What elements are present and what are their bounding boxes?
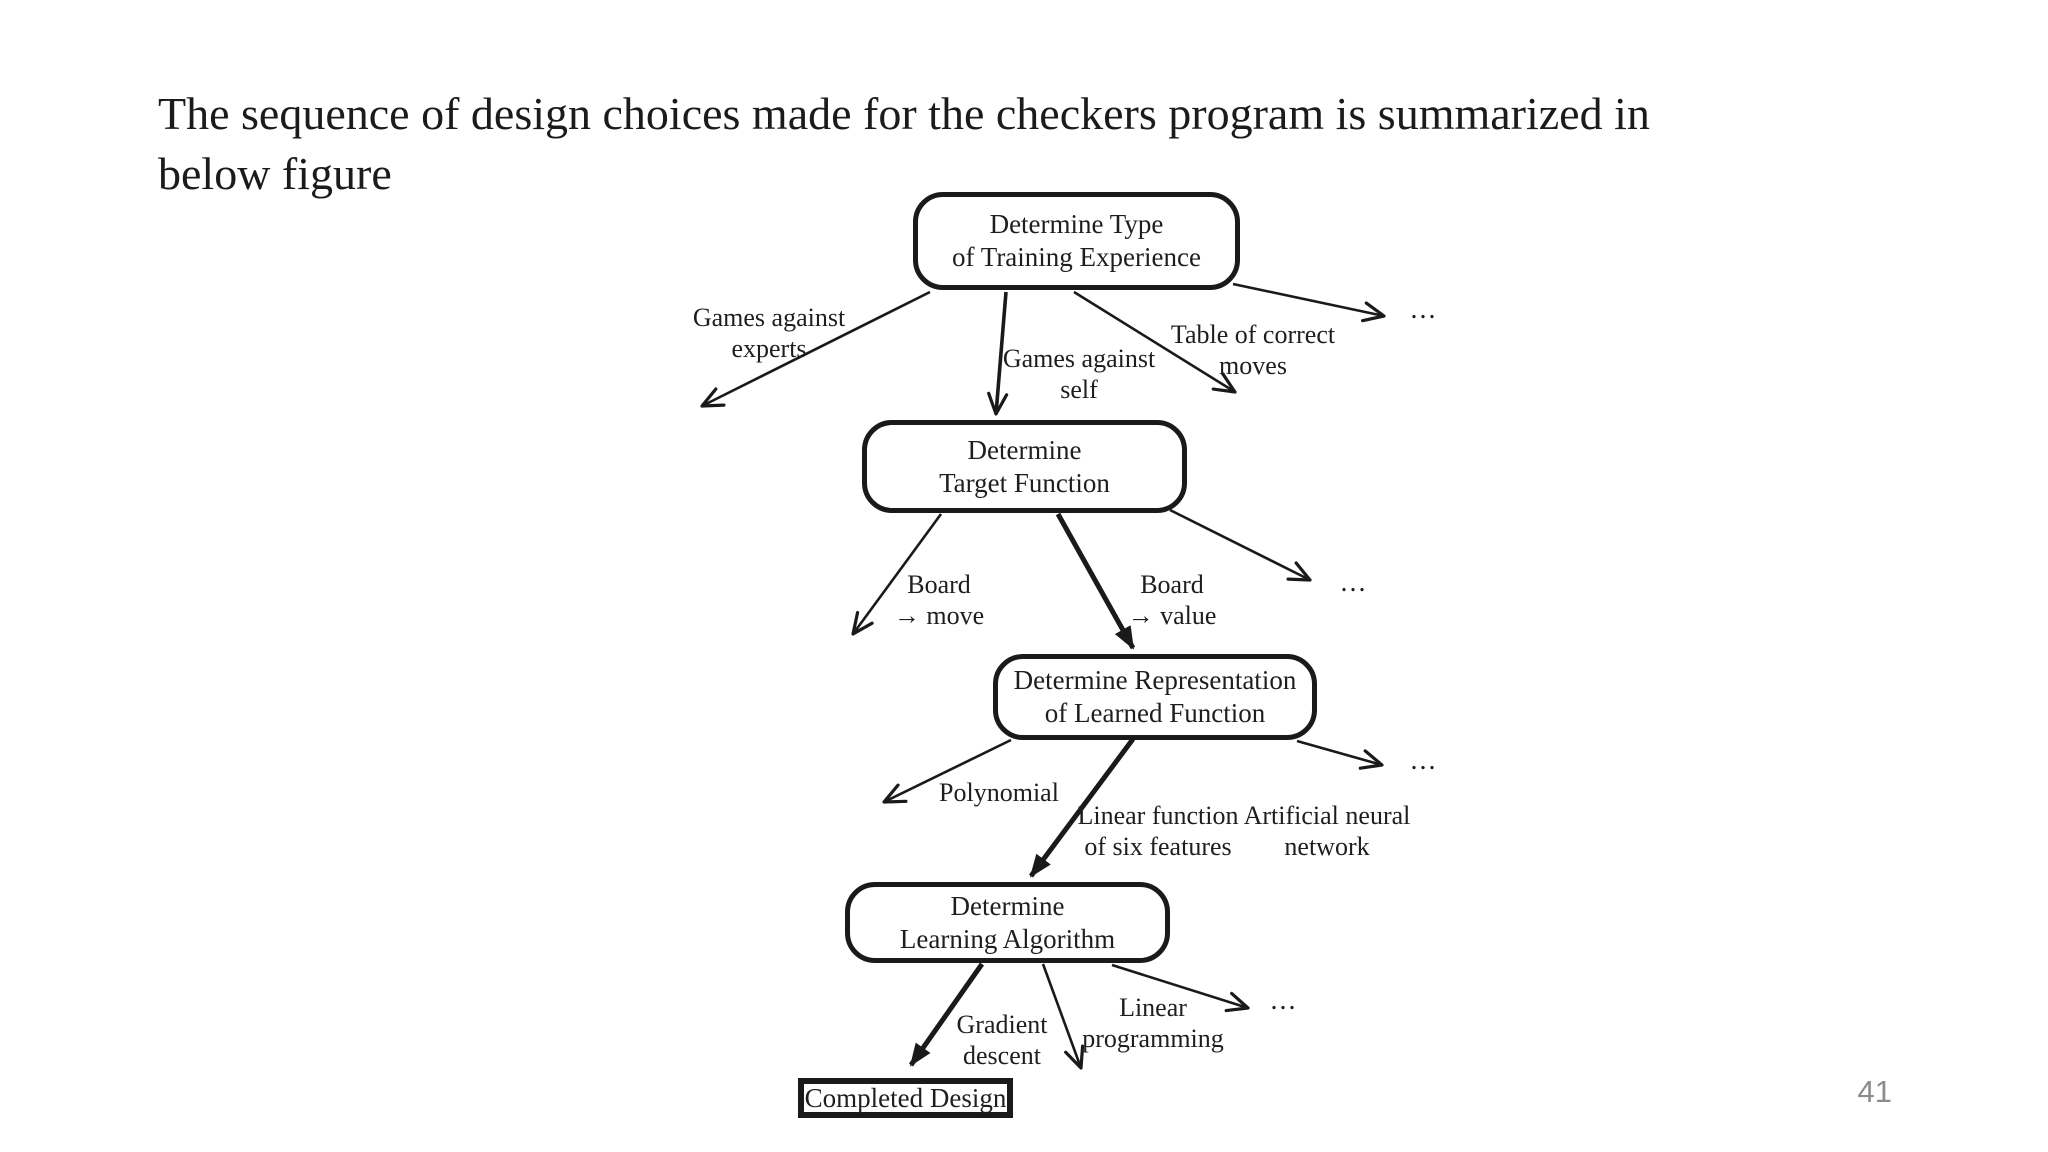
node-completed-design: Completed Design (798, 1078, 1013, 1118)
label-linear-function-six-features: Linear function of six features (1077, 801, 1239, 861)
edge-ellipsis-1 (1232, 282, 1386, 323)
edge-table-correct-moves (1073, 290, 1237, 394)
label-linear-programming: Linear programming (1082, 993, 1224, 1053)
label-artificial-neural-network: Artificial neural network (1243, 801, 1411, 861)
edge-board-value (1055, 512, 1136, 650)
label-ellipsis-target: ... (1340, 567, 1368, 598)
edge-games-experts (700, 290, 931, 408)
edge-board-move (851, 513, 943, 636)
label-board-move: Board → move (893, 570, 985, 630)
edge-ellipsis-2 (1169, 508, 1312, 582)
node-training-experience: Determine Type of Training Experience (913, 192, 1240, 290)
edge-linear-function (1028, 737, 1136, 878)
label-games-against-experts: Games against experts (692, 303, 846, 363)
edge-polynomial (882, 738, 1012, 804)
node-representation: Determine Representation of Learned Func… (993, 654, 1317, 740)
edge-games-self (987, 291, 1009, 416)
edge-linear-programming (1041, 963, 1085, 1070)
label-ellipsis-training: ... (1410, 294, 1438, 325)
label-gradient-descent: Gradient descent (956, 1010, 1048, 1070)
label-games-against-self: Games against self (1002, 344, 1156, 404)
node-target-function: Determine Target Function (862, 420, 1187, 513)
label-table-of-correct-moves: Table of correct moves (1170, 320, 1336, 380)
label-polynomial: Polynomial (939, 778, 1059, 807)
page-number: 41 (1857, 1074, 1892, 1109)
edge-ellipsis-3 (1296, 739, 1384, 770)
slide-title: The sequence of design choices made for … (158, 88, 1650, 199)
label-board-value: Board → value (1127, 570, 1217, 630)
edge-ellipsis-4 (1111, 963, 1250, 1013)
label-ellipsis-algorithm: ... (1270, 985, 1298, 1016)
edge-gradient-descent (908, 962, 985, 1067)
node-learning-algorithm: Determine Learning Algorithm (845, 882, 1170, 963)
label-ellipsis-representation: ... (1410, 745, 1438, 776)
